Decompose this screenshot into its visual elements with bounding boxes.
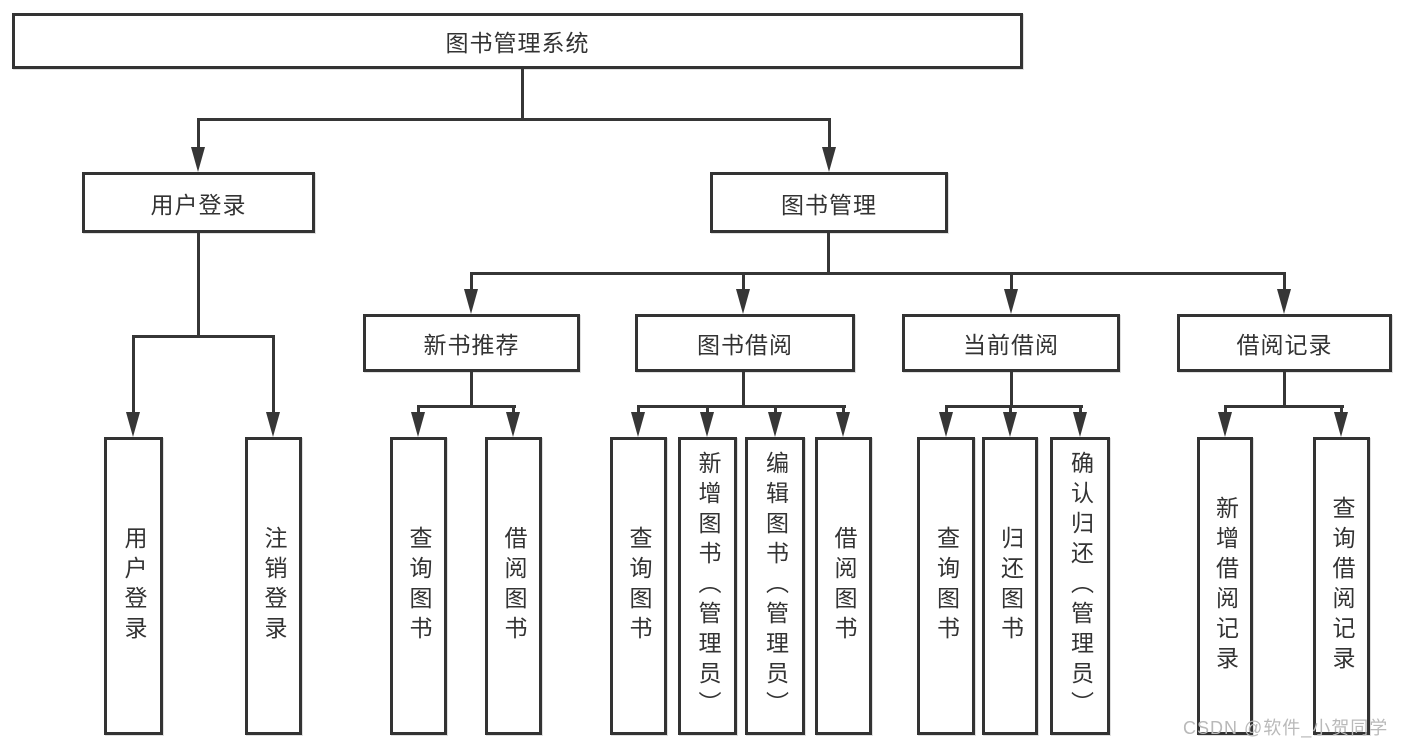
node-current-borrowing: 当前借阅 [902, 314, 1120, 372]
leaf-add-books-admin: 新增图书（管理员） [678, 437, 737, 735]
connector-line [417, 405, 516, 408]
node-borrowing-records: 借阅记录 [1177, 314, 1392, 372]
connector-arrowhead-icon [1073, 412, 1087, 437]
node-new-book-recommendation: 新书推荐 [363, 314, 580, 372]
connector-line [828, 118, 831, 148]
node-book-management: 图书管理 [710, 172, 948, 233]
connector-line [132, 335, 275, 338]
connector-line [417, 405, 420, 413]
connector-line [470, 372, 473, 405]
leaf-confirm-return-admin: 确认归还（管理员） [1050, 437, 1110, 735]
connector-line [512, 405, 515, 413]
leaf-add-borrow-record: 新增借阅记录 [1197, 437, 1253, 735]
leaf-query-borrow-record: 查询借阅记录 [1313, 437, 1370, 735]
leaf-borrow-books: 借阅图书 [815, 437, 872, 735]
connector-line [945, 405, 948, 413]
connector-arrowhead-icon [506, 412, 520, 437]
connector-line [1009, 405, 1012, 413]
connector-line [1010, 372, 1013, 405]
connector-arrowhead-icon [736, 289, 750, 314]
connector-arrowhead-icon [464, 289, 478, 314]
csdn-watermark: CSDN @软件_小贺同学 [1183, 718, 1389, 738]
connector-arrowhead-icon [1277, 289, 1291, 314]
leaf-logout: 注销登录 [245, 437, 302, 735]
connector-line [1283, 272, 1286, 290]
connector-line [637, 405, 846, 408]
connector-arrowhead-icon [836, 412, 850, 437]
leaf-query-books-current: 查询图书 [917, 437, 975, 735]
connector-arrowhead-icon [126, 412, 140, 437]
connector-line [197, 233, 200, 335]
connector-line [1224, 405, 1227, 413]
leaf-edit-books-admin: 编辑图书（管理员） [745, 437, 805, 735]
connector-arrowhead-icon [1334, 412, 1348, 437]
connector-arrowhead-icon [1218, 412, 1232, 437]
connector-arrowhead-icon [768, 412, 782, 437]
connector-arrowhead-icon [700, 412, 714, 437]
connector-line [842, 405, 845, 413]
connector-line [706, 405, 709, 413]
node-user-login: 用户登录 [82, 172, 315, 233]
leaf-borrow-books-recommend: 借阅图书 [485, 437, 542, 735]
connector-arrowhead-icon [411, 412, 425, 437]
connector-line [272, 335, 275, 413]
connector-line [1010, 272, 1013, 290]
connector-arrowhead-icon [191, 147, 205, 172]
connector-arrowhead-icon [822, 147, 836, 172]
leaf-user-login: 用户登录 [104, 437, 163, 735]
leaf-return-books: 归还图书 [982, 437, 1038, 735]
connector-line [132, 335, 135, 413]
connector-line [1224, 405, 1344, 408]
connector-line [470, 272, 473, 290]
connector-line [197, 118, 200, 148]
connector-line [774, 405, 777, 413]
connector-arrowhead-icon [266, 412, 280, 437]
leaf-query-books-recommend: 查询图书 [390, 437, 447, 735]
connector-line [945, 405, 1083, 408]
connector-line [470, 272, 1286, 275]
connector-arrowhead-icon [631, 412, 645, 437]
connector-arrowhead-icon [1003, 412, 1017, 437]
connector-line [1340, 405, 1343, 413]
connector-line [827, 233, 830, 273]
connector-arrowhead-icon [1004, 289, 1018, 314]
node-library-management-system: 图书管理系统 [12, 13, 1023, 69]
connector-line [742, 372, 745, 405]
connector-line [521, 69, 524, 118]
connector-line [1283, 372, 1286, 405]
connector-line [197, 118, 831, 121]
connector-line [1079, 405, 1082, 413]
connector-arrowhead-icon [939, 412, 953, 437]
leaf-query-books-borrowing: 查询图书 [610, 437, 667, 735]
connector-line [637, 405, 640, 413]
node-book-borrowing: 图书借阅 [635, 314, 855, 372]
connector-line [742, 272, 745, 290]
